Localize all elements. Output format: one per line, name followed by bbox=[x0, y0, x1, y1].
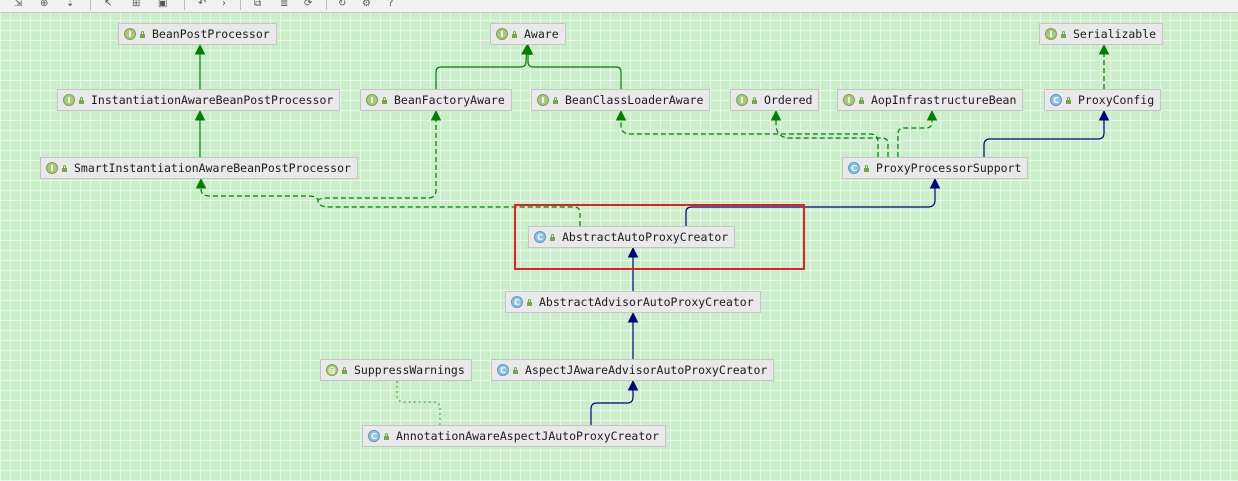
edge-beanclassloaderaware-to-aware bbox=[522, 43, 622, 89]
interface-icon: I bbox=[537, 94, 549, 106]
annotation-icon: @ bbox=[326, 364, 338, 376]
class-icon: C bbox=[848, 162, 860, 174]
settings-icon[interactable]: ⚙ bbox=[362, 0, 371, 9]
node-abstractautoproxycreator[interactable]: C AbstractAutoProxyCreator bbox=[528, 226, 736, 248]
node-label: InstantiationAwareBeanPostProcessor bbox=[91, 93, 334, 107]
zoom-icon[interactable]: ⊕ bbox=[40, 0, 49, 9]
public-lock-icon bbox=[863, 164, 870, 172]
class-icon: C bbox=[1050, 94, 1062, 106]
edge-icon[interactable]: ↖ bbox=[104, 0, 113, 9]
highlight-box bbox=[514, 204, 805, 270]
layers-icon[interactable]: ≣ bbox=[280, 0, 289, 9]
edge-abstractautoproxycreator-to-proxyprocessorsupport bbox=[685, 177, 941, 226]
copy-icon[interactable]: ⧉ bbox=[254, 0, 262, 9]
public-lock-icon bbox=[512, 366, 519, 374]
edge-annotationaware-to-aspectj bbox=[590, 379, 639, 425]
node-beanclassloaderaware[interactable]: I BeanClassLoaderAware bbox=[531, 89, 711, 111]
interface-icon: I bbox=[843, 94, 855, 106]
interface-icon: I bbox=[1045, 28, 1057, 40]
interface-icon: I bbox=[63, 94, 75, 106]
edge-proxyprocessorsupport-to-aopinfrastructurebean bbox=[897, 109, 938, 157]
refresh-icon[interactable]: ⟳ bbox=[304, 0, 313, 9]
node-label: Aware bbox=[524, 27, 559, 41]
node-label: AbstractAutoProxyCreator bbox=[562, 230, 729, 244]
class-icon: C bbox=[368, 430, 380, 442]
public-lock-icon bbox=[78, 96, 85, 104]
public-lock-icon bbox=[552, 96, 559, 104]
class-icon: C bbox=[497, 364, 509, 376]
expand-icon[interactable]: › bbox=[222, 0, 226, 9]
node-instantiationawarebeanpostprocessor[interactable]: I InstantiationAwareBeanPostProcessor bbox=[57, 89, 341, 111]
export-icon[interactable]: ▣ bbox=[158, 0, 168, 9]
public-lock-icon bbox=[139, 30, 146, 38]
interface-icon: I bbox=[496, 28, 508, 40]
node-serializable[interactable]: I Serializable bbox=[1039, 23, 1164, 45]
node-label: AnnotationAwareAspectJAutoProxyCreator bbox=[396, 429, 660, 443]
toolbar-separator bbox=[184, 0, 185, 10]
node-ordered[interactable]: I Ordered bbox=[730, 89, 820, 111]
toolbar-separator bbox=[326, 0, 327, 10]
diagram-toolbar: ⇲ ⊕ ⇣ ↖ ⊞ ▣ ↶ › ⧉ ≣ ⟳ ↻ ⚙ ? bbox=[0, 0, 1238, 13]
class-icon: C bbox=[534, 231, 546, 243]
public-lock-icon bbox=[1060, 30, 1067, 38]
refresh-icon[interactable]: ↻ bbox=[338, 0, 347, 9]
node-annotationawareaspectjautoproxycreator[interactable]: C AnnotationAwareAspectJAutoProxyCreator bbox=[362, 425, 667, 447]
arrange-icon[interactable]: ⇣ bbox=[66, 0, 75, 9]
public-lock-icon bbox=[858, 96, 865, 104]
fit-icon[interactable]: ⊞ bbox=[132, 0, 141, 9]
node-label: AopInfrastructureBean bbox=[871, 93, 1017, 107]
public-lock-icon bbox=[511, 30, 518, 38]
node-label: AspectJAwareAdvisorAutoProxyCreator bbox=[525, 363, 768, 377]
edge-annotationaware-to-suppresswarnings bbox=[396, 381, 441, 425]
node-label: SmartInstantiationAwareBeanPostProcessor bbox=[74, 161, 351, 175]
public-lock-icon bbox=[341, 366, 348, 374]
class-icon: C bbox=[511, 296, 523, 308]
interface-icon: I bbox=[46, 162, 58, 174]
edge-proxyprocessorsupport-to-ordered bbox=[770, 109, 889, 157]
public-lock-icon bbox=[381, 96, 388, 104]
node-suppresswarnings[interactable]: @ SuppressWarnings bbox=[320, 359, 472, 381]
node-label: ProxyConfig bbox=[1078, 93, 1155, 107]
public-lock-icon bbox=[1065, 96, 1072, 104]
node-label: BeanFactoryAware bbox=[394, 93, 505, 107]
layout-icon[interactable]: ⇲ bbox=[14, 0, 23, 9]
edge-abstractautoproxycreator-to-beanfactoryaware bbox=[317, 109, 442, 202]
node-label: AbstractAdvisorAutoProxyCreator bbox=[539, 295, 754, 309]
node-label: Ordered bbox=[764, 93, 813, 107]
node-abstractadvisorautoproxycreator[interactable]: C AbstractAdvisorAutoProxyCreator bbox=[505, 291, 761, 313]
edge-beanfactoryaware-to-aware bbox=[435, 43, 532, 89]
edge-proxyprocessorsupport-to-beanclassloaderaware bbox=[615, 109, 879, 157]
toolbar-separator bbox=[90, 0, 91, 10]
node-label: Serializable bbox=[1073, 27, 1157, 41]
interface-icon: I bbox=[366, 94, 378, 106]
edge-proxyprocessorsupport-to-proxyconfig bbox=[983, 109, 1110, 157]
node-aware[interactable]: I Aware bbox=[490, 23, 566, 45]
node-label: BeanPostProcessor bbox=[152, 27, 270, 41]
node-beanpostprocessor[interactable]: I BeanPostProcessor bbox=[118, 23, 277, 45]
help-icon[interactable]: ? bbox=[388, 0, 394, 9]
node-proxyprocessorsupport[interactable]: C ProxyProcessorSupport bbox=[842, 157, 1029, 179]
node-beanfactoryaware[interactable]: I BeanFactoryAware bbox=[360, 89, 512, 111]
node-label: BeanClassLoaderAware bbox=[565, 93, 704, 107]
node-label: SuppressWarnings bbox=[354, 363, 465, 377]
public-lock-icon bbox=[383, 432, 390, 440]
public-lock-icon bbox=[526, 298, 533, 306]
public-lock-icon bbox=[549, 233, 556, 241]
undo-icon[interactable]: ↶ bbox=[198, 0, 207, 9]
node-aopinfrastructurebean[interactable]: I AopInfrastructureBean bbox=[837, 89, 1024, 111]
node-aspectjawareadvisorautoproxycreator[interactable]: C AspectJAwareAdvisorAutoProxyCreator bbox=[491, 359, 775, 381]
node-smartinstantiationawarebeanpostprocessor[interactable]: I SmartInstantiationAwareBeanPostProcess… bbox=[40, 157, 358, 179]
public-lock-icon bbox=[751, 96, 758, 104]
node-label: ProxyProcessorSupport bbox=[876, 161, 1022, 175]
public-lock-icon bbox=[61, 164, 68, 172]
interface-icon: I bbox=[124, 28, 136, 40]
node-proxyconfig[interactable]: C ProxyConfig bbox=[1044, 89, 1162, 111]
interface-icon: I bbox=[736, 94, 748, 106]
toolbar-separator bbox=[240, 0, 241, 10]
